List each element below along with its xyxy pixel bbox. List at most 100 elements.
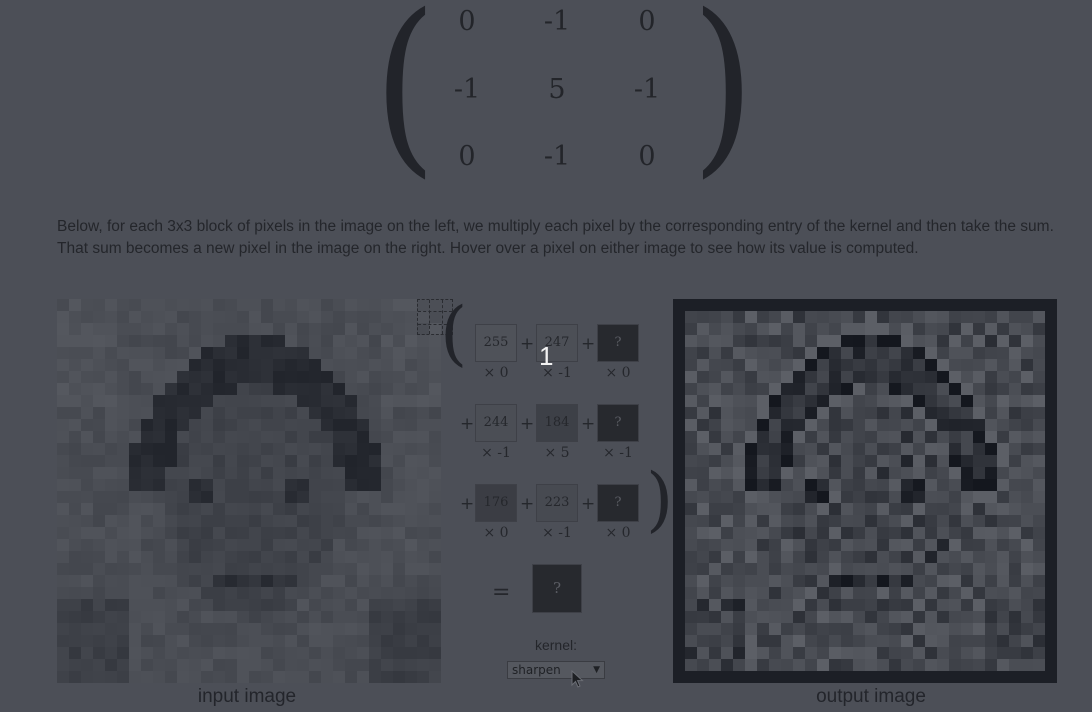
output-pixel[interactable] bbox=[889, 407, 901, 419]
input-pixel[interactable] bbox=[369, 407, 381, 419]
input-pixel[interactable] bbox=[297, 407, 309, 419]
input-pixel[interactable] bbox=[285, 587, 297, 599]
output-pixel[interactable] bbox=[745, 599, 757, 611]
input-pixel[interactable] bbox=[429, 515, 441, 527]
output-pixel[interactable] bbox=[973, 299, 985, 311]
output-pixel[interactable] bbox=[829, 323, 841, 335]
output-pixel[interactable] bbox=[961, 335, 973, 347]
output-pixel[interactable] bbox=[817, 407, 829, 419]
output-pixel[interactable] bbox=[949, 335, 961, 347]
output-pixel[interactable] bbox=[1021, 635, 1033, 647]
input-pixel[interactable] bbox=[261, 419, 273, 431]
output-pixel[interactable] bbox=[721, 431, 733, 443]
input-pixel[interactable] bbox=[57, 443, 69, 455]
input-pixel[interactable] bbox=[261, 599, 273, 611]
output-pixel[interactable] bbox=[973, 527, 985, 539]
output-pixel[interactable] bbox=[733, 671, 745, 683]
input-pixel[interactable] bbox=[369, 599, 381, 611]
input-pixel[interactable] bbox=[105, 623, 117, 635]
output-pixel[interactable] bbox=[997, 659, 1009, 671]
input-pixel[interactable] bbox=[201, 611, 213, 623]
input-pixel[interactable] bbox=[273, 623, 285, 635]
output-pixel[interactable] bbox=[961, 635, 973, 647]
output-pixel[interactable] bbox=[985, 347, 997, 359]
output-pixel[interactable] bbox=[1033, 311, 1045, 323]
output-pixel[interactable] bbox=[685, 359, 697, 371]
output-pixel[interactable] bbox=[781, 539, 793, 551]
input-pixel[interactable] bbox=[309, 419, 321, 431]
input-pixel[interactable] bbox=[129, 419, 141, 431]
output-pixel[interactable] bbox=[697, 371, 709, 383]
output-pixel[interactable] bbox=[721, 563, 733, 575]
output-pixel[interactable] bbox=[817, 431, 829, 443]
input-pixel[interactable] bbox=[117, 599, 129, 611]
output-pixel[interactable] bbox=[781, 515, 793, 527]
output-pixel[interactable] bbox=[673, 515, 685, 527]
output-pixel[interactable] bbox=[853, 623, 865, 635]
output-pixel[interactable] bbox=[1009, 323, 1021, 335]
output-pixel[interactable] bbox=[721, 659, 733, 671]
input-pixel[interactable] bbox=[285, 299, 297, 311]
input-pixel[interactable] bbox=[177, 647, 189, 659]
input-pixel[interactable] bbox=[213, 491, 225, 503]
input-pixel[interactable] bbox=[213, 359, 225, 371]
output-pixel[interactable] bbox=[781, 359, 793, 371]
input-pixel[interactable] bbox=[309, 551, 321, 563]
output-pixel[interactable] bbox=[721, 383, 733, 395]
input-pixel[interactable] bbox=[117, 647, 129, 659]
output-pixel[interactable] bbox=[793, 311, 805, 323]
input-pixel[interactable] bbox=[117, 395, 129, 407]
input-pixel[interactable] bbox=[357, 371, 369, 383]
output-pixel[interactable] bbox=[1045, 635, 1057, 647]
input-pixel[interactable] bbox=[405, 323, 417, 335]
output-pixel[interactable] bbox=[757, 455, 769, 467]
output-pixel[interactable] bbox=[745, 587, 757, 599]
output-pixel[interactable] bbox=[985, 311, 997, 323]
input-pixel[interactable] bbox=[417, 371, 429, 383]
input-pixel[interactable] bbox=[129, 623, 141, 635]
output-pixel[interactable] bbox=[673, 587, 685, 599]
input-pixel[interactable] bbox=[153, 515, 165, 527]
output-pixel[interactable] bbox=[961, 575, 973, 587]
output-pixel[interactable] bbox=[829, 527, 841, 539]
output-pixel[interactable] bbox=[949, 323, 961, 335]
output-pixel[interactable] bbox=[1021, 347, 1033, 359]
output-pixel[interactable] bbox=[877, 455, 889, 467]
output-pixel[interactable] bbox=[1033, 575, 1045, 587]
output-pixel[interactable] bbox=[697, 527, 709, 539]
input-pixel[interactable] bbox=[141, 371, 153, 383]
input-pixel[interactable] bbox=[141, 587, 153, 599]
input-pixel[interactable] bbox=[297, 659, 309, 671]
output-pixel[interactable] bbox=[901, 539, 913, 551]
output-pixel[interactable] bbox=[1045, 539, 1057, 551]
output-pixel[interactable] bbox=[877, 527, 889, 539]
output-pixel[interactable] bbox=[853, 671, 865, 683]
output-pixel[interactable] bbox=[949, 563, 961, 575]
output-pixel[interactable] bbox=[697, 335, 709, 347]
output-pixel[interactable] bbox=[937, 335, 949, 347]
input-pixel[interactable] bbox=[129, 455, 141, 467]
input-pixel[interactable] bbox=[285, 371, 297, 383]
input-pixel[interactable] bbox=[69, 359, 81, 371]
input-pixel[interactable] bbox=[285, 647, 297, 659]
output-pixel[interactable] bbox=[889, 539, 901, 551]
input-pixel[interactable] bbox=[285, 335, 297, 347]
output-pixel[interactable] bbox=[709, 371, 721, 383]
output-pixel[interactable] bbox=[925, 635, 937, 647]
output-pixel[interactable] bbox=[1021, 371, 1033, 383]
output-pixel[interactable] bbox=[841, 407, 853, 419]
input-pixel[interactable] bbox=[129, 599, 141, 611]
output-pixel[interactable] bbox=[1009, 551, 1021, 563]
output-pixel[interactable] bbox=[757, 623, 769, 635]
output-pixel[interactable] bbox=[685, 563, 697, 575]
output-pixel[interactable] bbox=[889, 455, 901, 467]
input-pixel[interactable] bbox=[309, 539, 321, 551]
output-pixel[interactable] bbox=[769, 431, 781, 443]
input-pixel[interactable] bbox=[117, 359, 129, 371]
output-pixel[interactable] bbox=[877, 515, 889, 527]
output-pixel[interactable] bbox=[997, 551, 1009, 563]
input-pixel[interactable] bbox=[321, 539, 333, 551]
output-pixel[interactable] bbox=[805, 443, 817, 455]
output-pixel[interactable] bbox=[721, 479, 733, 491]
output-pixel[interactable] bbox=[709, 359, 721, 371]
